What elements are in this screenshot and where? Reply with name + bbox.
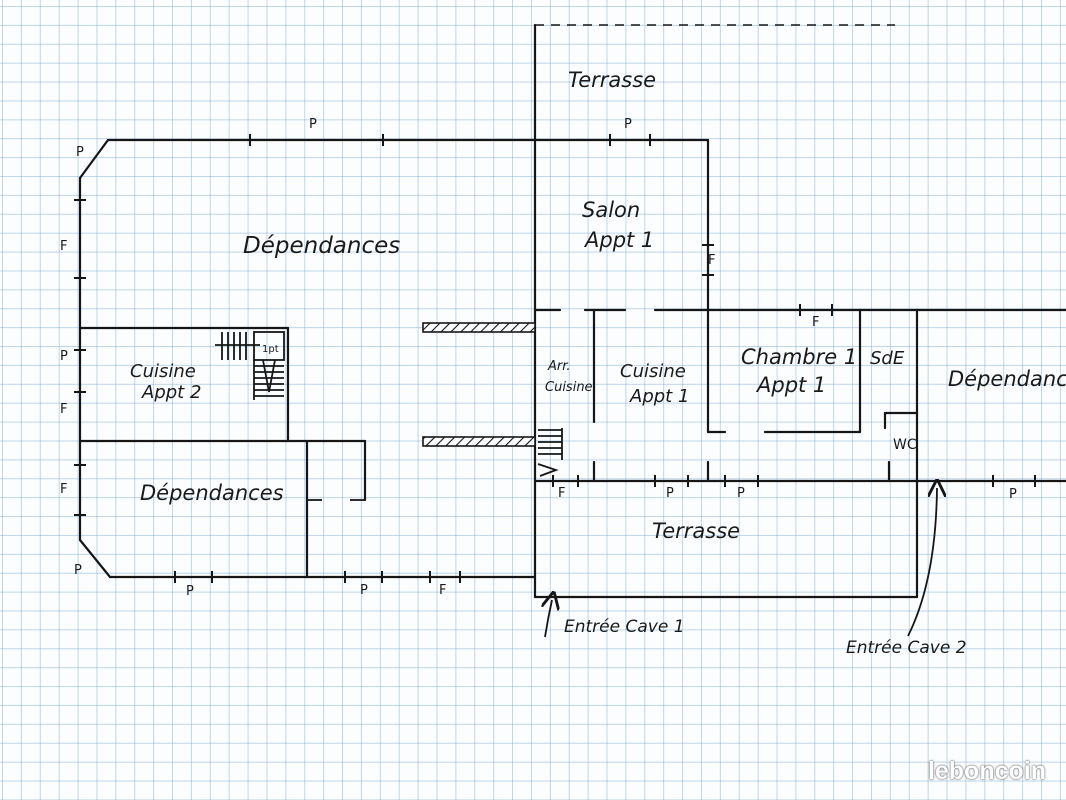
mark-f: F [60,402,67,417]
leboncoin-watermark: leboncoin [927,757,1046,785]
mark-p: P [309,117,317,132]
label-entree-cave2: Entrée Cave 2 [846,638,967,658]
label-cuisine-appt1-line2: Appt 1 [629,386,689,407]
mark-p: P [74,563,82,578]
mark-p: P [186,584,194,599]
label-dependances-main: Dépendances [243,233,400,259]
staircase-appt2 [215,331,285,400]
label-salon: Salon [582,198,640,222]
mark-f: F [558,486,565,501]
mark-f: F [60,239,67,254]
label-wc: WC [893,437,917,453]
staircase-appt1 [537,428,563,477]
label-dependances-lower: Dépendances [140,481,284,505]
hatched-beam-upper [422,322,536,333]
label-cuisine-appt2-line2: Appt 2 [141,382,201,403]
label-cuisine-appt2: Cuisine [130,361,196,382]
mark-f: F [708,253,715,268]
mark-f: F [60,482,67,497]
label-chambre: Chambre 1 [741,345,857,369]
label-arr-cuisine: Arr. [547,359,571,374]
label-sde: SdE [870,348,905,369]
mark-p: P [737,486,745,501]
walls [78,23,1066,599]
label-arr-cuisine-line2: Cuisine [545,380,593,395]
wall-chamfer-top-left [78,138,110,180]
label-terrasse-top: Terrasse [568,68,656,92]
label-chambre-appt: Appt 1 [755,373,826,397]
mark-p: P [666,486,674,501]
mark-f: F [439,583,446,598]
mark-p: P [76,145,84,160]
entree-cave1-arrow [545,600,552,638]
mark-f: F [812,315,819,330]
label-cuisine-appt1: Cuisine [620,361,686,382]
label-terrasse-bottom: Terrasse [652,519,740,543]
mark-p: P [360,583,368,598]
mark-p: P [60,349,68,364]
label-entree-cave1: Entrée Cave 1 [564,617,685,637]
label-dependance-right: Dépendance [948,367,1066,391]
mark-p: P [1009,487,1017,502]
label-salon-appt: Appt 1 [583,228,654,252]
hatched-beam-lower [422,436,536,447]
ticks [74,134,1036,583]
entree-cave2-arrow [907,488,937,637]
mark-p: P [624,117,632,132]
wall-chamfer-bottom-left [78,538,112,579]
label-stair: 1pt [262,344,279,355]
